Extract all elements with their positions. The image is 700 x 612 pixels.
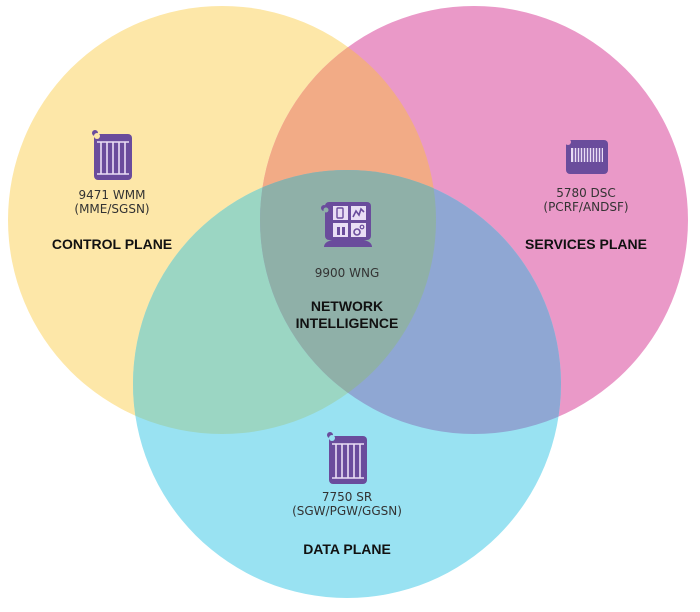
product-name: 9471 WMM: [78, 188, 146, 202]
product-functions: (PCRF/ANDSF): [543, 200, 629, 214]
product-name: 5780 DSC: [556, 186, 616, 200]
control-plane-label: CONTROL PLANE: [51, 236, 173, 252]
product-functions: (SGW/PGW/GGSN): [292, 504, 402, 518]
product-name: 9900 WNG: [314, 266, 380, 280]
network-intelligence-label: NETWORK INTELLIGENCE: [267, 298, 427, 332]
center-overlap: [260, 170, 436, 434]
product-functions: (MME/SGSN): [74, 202, 150, 216]
data-plane-node: 7750 SR (SGW/PGW/GGSN): [287, 432, 407, 518]
analytics-monitor-icon: [321, 202, 372, 247]
services-plane-label: SERVICES PLANE: [525, 236, 647, 252]
control-plane-node: 9471 WMM (MME/SGSN): [52, 130, 172, 216]
services-plane-node: 5780 DSC (PCRF/ANDSF): [526, 136, 646, 214]
product-name: 7750 SR: [321, 490, 373, 504]
label-line-2: INTELLIGENCE: [295, 315, 399, 331]
data-plane-label: DATA PLANE: [303, 541, 391, 557]
network-intelligence-node: 9900 WNG: [287, 200, 407, 280]
server-rack-icon: [327, 432, 367, 484]
server-rack-icon: [92, 130, 132, 180]
label-line-1: NETWORK: [310, 298, 384, 314]
server-chassis-icon: [565, 139, 608, 174]
